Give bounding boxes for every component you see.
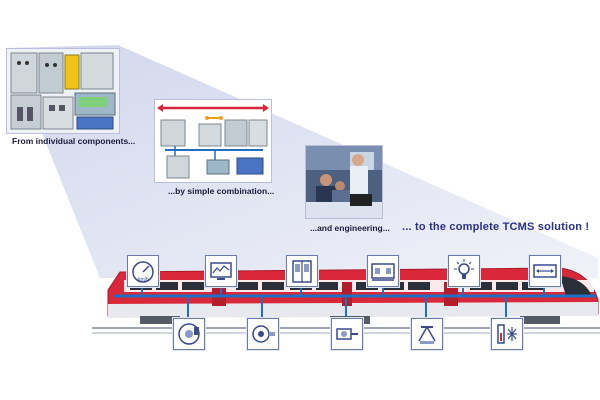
- air-conditioning-icon: [529, 255, 561, 287]
- speedometer-icon: km/h: [127, 255, 159, 287]
- controller-modules-illustration: [10, 52, 116, 130]
- caption-engineering: ...and engineering...: [310, 223, 390, 233]
- components-photo: [6, 48, 120, 134]
- caption-combination: ...by simple combination...: [168, 186, 275, 196]
- caption-solution: ... to the complete TCMS solution !: [402, 221, 590, 233]
- traction-motor-icon: [247, 318, 279, 350]
- caption-components: From individual components...: [12, 136, 136, 146]
- bus-topology-illustration: [157, 104, 269, 179]
- heating-icon: [491, 318, 523, 350]
- engineering-photo: [305, 145, 383, 219]
- coach-seats-icon: [367, 255, 399, 287]
- svg-text:km/h: km/h: [138, 277, 149, 283]
- engineers-illustration: [306, 146, 382, 218]
- lighting-icon: [448, 255, 480, 287]
- pantograph-icon: [411, 318, 443, 350]
- monitor-graph-icon: [205, 255, 237, 287]
- brake-disc-icon: [173, 318, 205, 350]
- door-icon: [286, 255, 318, 287]
- drive-unit-icon: [331, 318, 363, 350]
- combination-diagram: [154, 99, 272, 183]
